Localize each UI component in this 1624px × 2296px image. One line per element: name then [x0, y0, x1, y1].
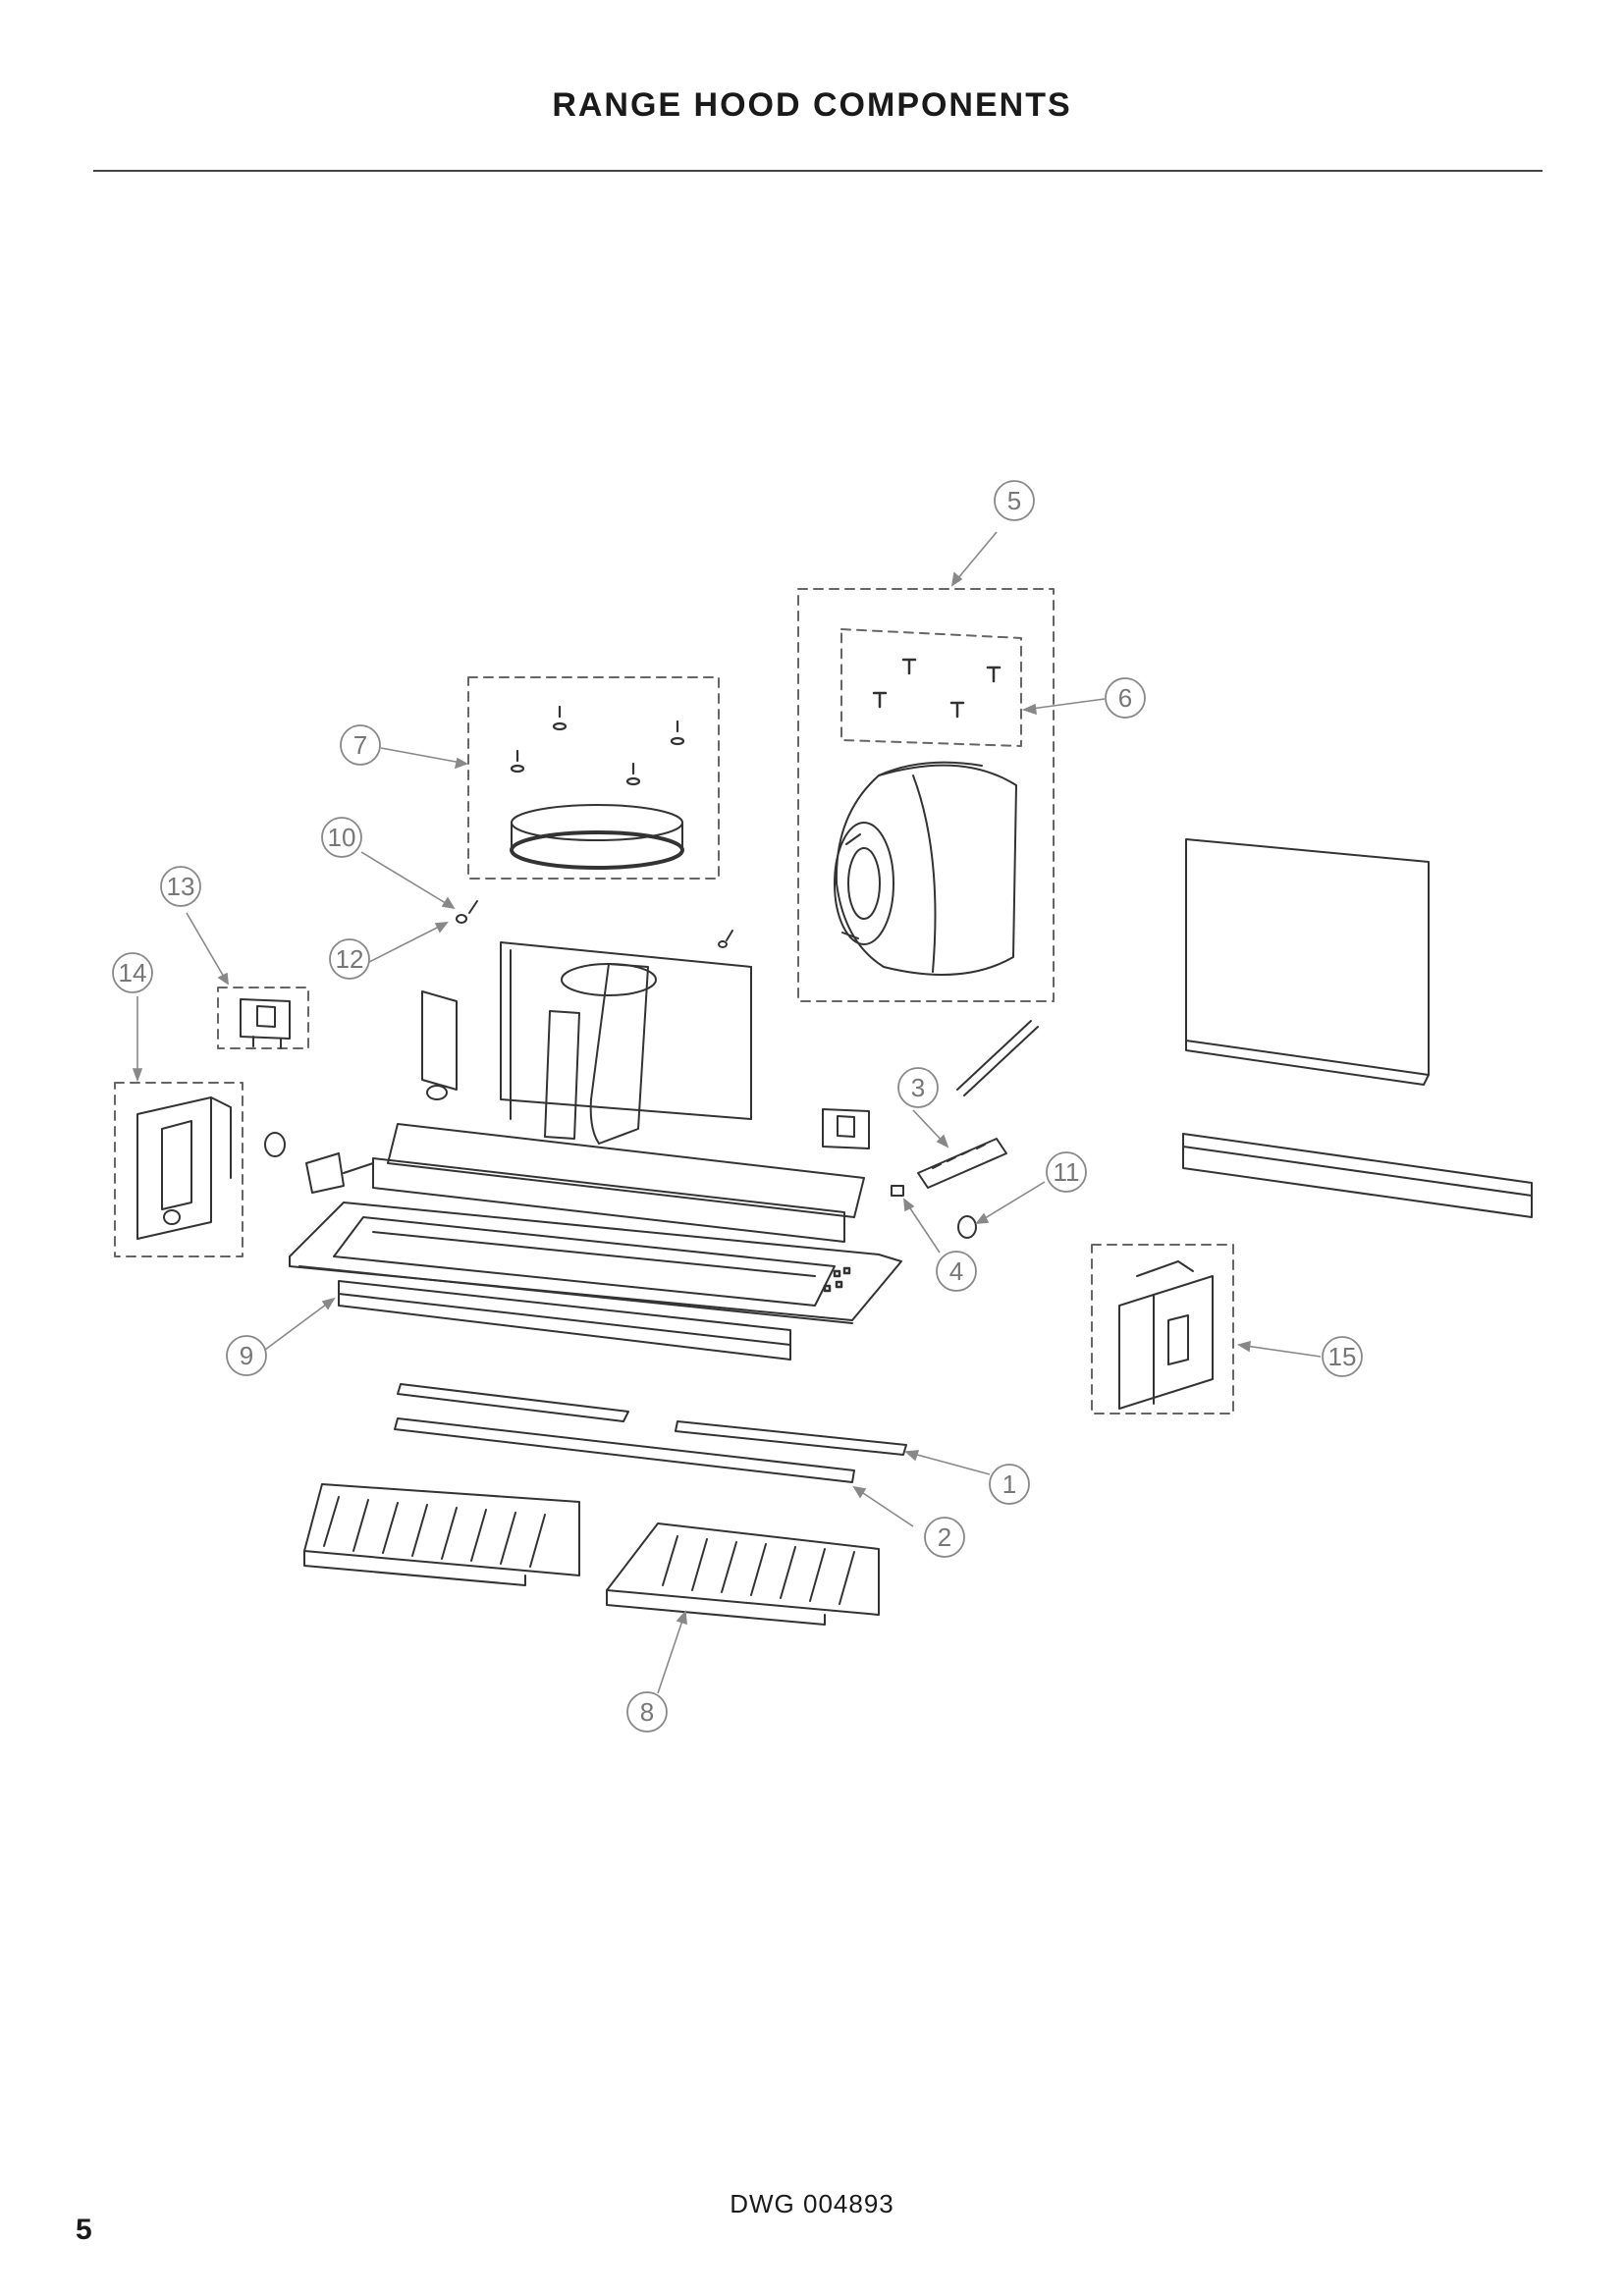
center-rail-drawing [394, 1417, 855, 1483]
callout-label-14: 14 [119, 958, 147, 988]
callout-label-1: 1 [1002, 1469, 1016, 1499]
callout-label-5: 5 [1007, 486, 1021, 515]
drawing-number: DWG 004893 [730, 2189, 894, 2218]
callout-15 [1322, 1336, 1363, 1377]
page-title: RANGE HOOD COMPONENTS [552, 86, 1072, 124]
grease-filter-right-drawing [606, 1522, 880, 1626]
callout-9 [226, 1335, 267, 1376]
callout-14 [112, 952, 153, 993]
page-number: 5 [76, 2214, 92, 2246]
title-divider [93, 170, 1543, 172]
duct-collar-drawing [467, 676, 720, 880]
callout-3 [897, 1067, 939, 1108]
callout-label-7: 7 [353, 730, 367, 760]
callout-label-12: 12 [336, 944, 364, 974]
callout-label-8: 8 [640, 1697, 654, 1727]
callout-label-9: 9 [240, 1341, 253, 1370]
knob-11-drawing [957, 1215, 977, 1239]
callout-8 [626, 1691, 668, 1733]
callout-label-11: 11 [1054, 1157, 1080, 1187]
trim-strip-right-drawing [675, 1420, 907, 1456]
callout-1 [989, 1464, 1030, 1505]
callout-13 [160, 866, 201, 907]
grease-filter-left-drawing [303, 1483, 580, 1586]
rear-bracket-kit-drawing [1091, 1244, 1234, 1415]
blower-assembly-drawing [797, 588, 1055, 1002]
callout-10 [321, 817, 362, 858]
callout-label-10: 10 [328, 823, 356, 852]
callout-12 [329, 938, 370, 980]
side-bracket-kit-drawing [114, 1082, 244, 1257]
callout-label-4: 4 [949, 1256, 963, 1286]
hood-body-drawing [264, 941, 902, 1324]
callout-label-15: 15 [1328, 1342, 1357, 1371]
callout-7 [340, 724, 381, 766]
callout-11 [1046, 1151, 1087, 1193]
callout-5 [994, 480, 1035, 521]
screw-10-drawing [468, 900, 478, 914]
washer-12-drawing [456, 914, 467, 924]
control-board-drawing [891, 1020, 1039, 1197]
callout-label-6: 6 [1118, 683, 1132, 713]
mounting-bracket-13-drawing [217, 987, 309, 1049]
front-trim-drawing [338, 1280, 791, 1361]
mounting-bracket-mirror-drawing [822, 1108, 870, 1149]
callout-2 [924, 1517, 965, 1558]
back-panel-drawing [1182, 838, 1533, 1218]
callout-6 [1105, 677, 1146, 719]
callout-4 [936, 1251, 977, 1292]
callout-label-13: 13 [167, 872, 195, 901]
trim-strip-left-drawing [397, 1383, 629, 1422]
callout-label-2: 2 [938, 1522, 951, 1552]
callout-label-3: 3 [911, 1073, 925, 1102]
